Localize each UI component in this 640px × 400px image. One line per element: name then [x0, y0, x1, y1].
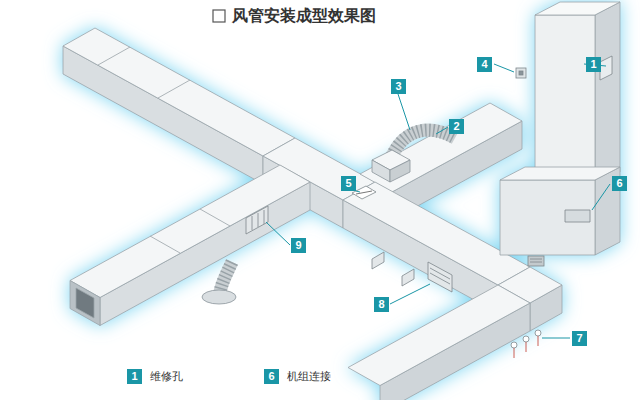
legend-number: 6	[268, 370, 274, 382]
duct-opening-inner	[76, 288, 94, 318]
flex-duct	[392, 130, 455, 156]
legend-entry: 1 维修孔	[127, 369, 183, 384]
duct-top	[360, 103, 522, 192]
legend-swatch: 6	[264, 369, 279, 384]
duct-network	[63, 2, 620, 400]
callout-number: 4	[477, 57, 492, 72]
round-diffuser	[202, 290, 236, 304]
duct-joint	[158, 80, 190, 98]
leader-line	[356, 191, 360, 192]
legend-swatch: 1	[127, 369, 142, 384]
legend-entry: 6 机组连接	[264, 369, 331, 384]
callout-number: 8	[374, 297, 389, 312]
callout-text: 4	[477, 57, 492, 71]
access-door	[516, 68, 526, 78]
grille-slat	[258, 213, 259, 227]
valve	[523, 336, 529, 342]
callout-number: 3	[391, 79, 406, 94]
grille-slat	[252, 216, 253, 230]
title-square	[213, 10, 225, 22]
grille-slat	[430, 268, 450, 279]
callout-text: 3	[391, 79, 406, 93]
unit-housing	[500, 180, 595, 255]
leader-line	[542, 338, 570, 339]
valve-stem	[538, 336, 539, 346]
diffuser-side	[372, 160, 390, 182]
valve-stem	[526, 342, 527, 352]
louver-slat	[530, 259, 542, 260]
grille	[246, 206, 268, 234]
duct-top	[63, 28, 295, 156]
unit-top	[535, 2, 620, 15]
callout-number: 1	[586, 57, 601, 72]
unit-top	[500, 167, 620, 180]
duct-panel	[372, 252, 384, 269]
grille	[428, 262, 452, 292]
callout-text: 8	[374, 297, 389, 311]
leader-lines	[266, 64, 610, 338]
duct-joint	[200, 209, 230, 226]
louver-slat	[530, 262, 542, 263]
callout-number: 9	[291, 238, 306, 253]
grille-slat	[430, 273, 450, 284]
leader-line	[398, 94, 410, 130]
duct-top	[348, 285, 530, 386]
duct-joint	[150, 236, 180, 253]
legend-number: 1	[131, 370, 137, 382]
duct-opening	[70, 281, 100, 326]
unit-column	[535, 15, 595, 185]
flex-duct-ribs	[392, 130, 455, 156]
diagram-title: 风管安装成型效果图	[232, 6, 376, 27]
legend-text: 机组连接	[287, 369, 331, 384]
duct-top	[70, 165, 310, 298]
callout-number: 2	[449, 119, 464, 134]
diffusers	[202, 150, 410, 304]
flex-duct-ribs	[220, 262, 232, 292]
callout-number: 6	[612, 176, 627, 191]
damper-handle	[356, 191, 372, 194]
valve	[535, 330, 541, 336]
duct-panel	[402, 269, 414, 286]
callout-number: 5	[341, 176, 356, 191]
diffuser-side	[390, 160, 410, 182]
flexible-ducts	[220, 130, 455, 292]
callout-text: 9	[291, 238, 306, 252]
flex-duct	[220, 262, 232, 292]
unit-side	[595, 2, 620, 185]
callout-text: 1	[586, 57, 601, 71]
callout-text: 2	[449, 119, 464, 133]
callout-text: 7	[572, 331, 587, 345]
duct-details	[246, 56, 612, 358]
grille-slat	[264, 210, 265, 224]
leader-line	[592, 184, 610, 210]
louver	[528, 256, 544, 266]
callout-text: 6	[612, 176, 627, 190]
leader-line	[436, 127, 448, 134]
unit-connection	[565, 210, 590, 222]
leader-line	[494, 64, 514, 72]
leader-line	[390, 284, 430, 304]
legend-text: 维修孔	[150, 369, 183, 384]
access-door-handle	[519, 71, 523, 75]
leader-line	[266, 222, 290, 245]
access-panel	[600, 56, 612, 80]
duct-joint	[98, 47, 130, 65]
valve-stem	[514, 348, 515, 358]
callout-text: 5	[341, 176, 356, 190]
valve	[511, 342, 517, 348]
callout-number: 7	[572, 331, 587, 346]
